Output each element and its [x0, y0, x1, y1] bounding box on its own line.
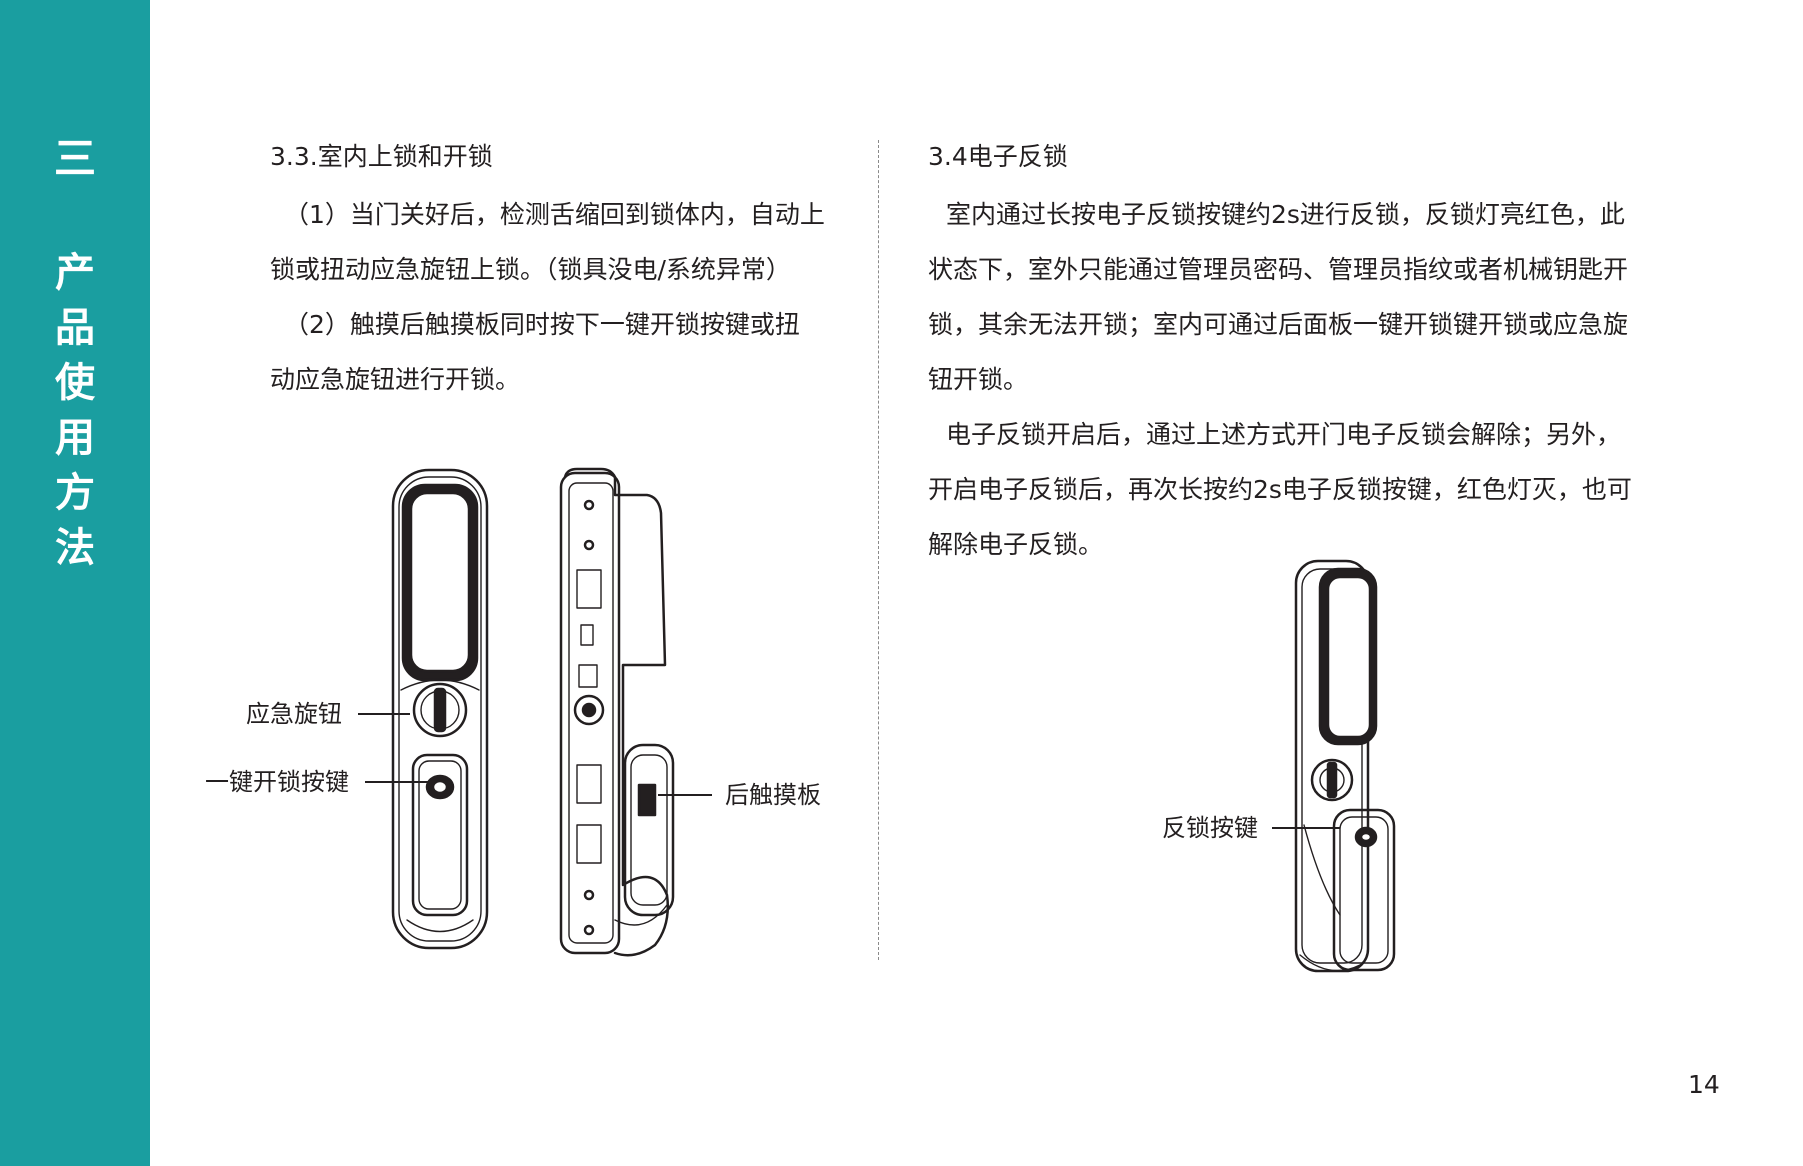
page-number: 14 — [1688, 1070, 1720, 1099]
label-one-key-unlock: 一键开锁按键 — [205, 768, 349, 796]
body-line: 动应急旋钮进行开锁。 — [270, 365, 521, 394]
body-line: 电子反锁开启后，通过上述方式开门电子反锁会解除；另外， — [946, 420, 1622, 449]
section-3-4-body: 室内通过长按电子反锁按键约2s进行反锁，反锁灯亮红色，此 状态下，室外只能通过管… — [928, 187, 1632, 572]
label-rear-touch-panel: 后触摸板 — [725, 781, 821, 809]
section-3-3-body: （1）当门关好后，检测舌缩回到锁体内，自动上 锁或扭动应急旋钮上锁。（锁具没电/… — [270, 187, 825, 407]
label-emergency-knob: 应急旋钮 — [246, 700, 342, 728]
column-divider — [878, 140, 879, 960]
front-handle-illustration — [391, 468, 489, 950]
chapter-title-char: 使 — [55, 360, 95, 406]
body-line: 锁，其余无法开锁；室内可通过后面板一键开锁键开锁或应急旋 — [928, 310, 1629, 339]
body-line: （1）当门关好后，检测舌缩回到锁体内，自动上 — [284, 200, 825, 229]
body-line: 开启电子反锁后，再次长按约2s电子反锁按键，红色灯灭，也可 — [928, 475, 1632, 504]
label-lock-button: 反锁按键 — [1162, 814, 1258, 842]
section-3-4-heading: 3.4电子反锁 — [928, 142, 1068, 171]
body-line: 钮开锁。 — [928, 365, 1029, 394]
chapter-title-char: 品 — [55, 305, 95, 351]
body-line: 解除电子反锁。 — [928, 530, 1104, 559]
chapter-title: 产 品 使 用 方 法 — [0, 246, 150, 576]
chapter-sidebar: 三 产 品 使 用 方 法 — [0, 0, 150, 1166]
chapter-title-char: 用 — [55, 415, 95, 461]
body-line: 室内通过长按电子反锁按键约2s进行反锁，反锁灯亮红色，此 — [946, 200, 1625, 229]
lock-button-illustration — [1294, 559, 1396, 973]
body-line: 锁或扭动应急旋钮上锁。（锁具没电/系统异常） — [270, 255, 791, 284]
body-line: 状态下，室外只能通过管理员密码、管理员指纹或者机械钥匙开 — [928, 255, 1629, 284]
chapter-number: 三 — [53, 134, 96, 183]
body-line: （2）触摸后触摸板同时按下一键开锁按键或扭 — [284, 310, 800, 339]
chapter-title-char: 方 — [55, 470, 95, 516]
rear-panel-illustration — [559, 467, 675, 957]
section-3-3-heading: 3.3.室内上锁和开锁 — [270, 142, 493, 171]
chapter-title-char: 法 — [55, 525, 95, 571]
chapter-title-char: 产 — [55, 250, 95, 296]
